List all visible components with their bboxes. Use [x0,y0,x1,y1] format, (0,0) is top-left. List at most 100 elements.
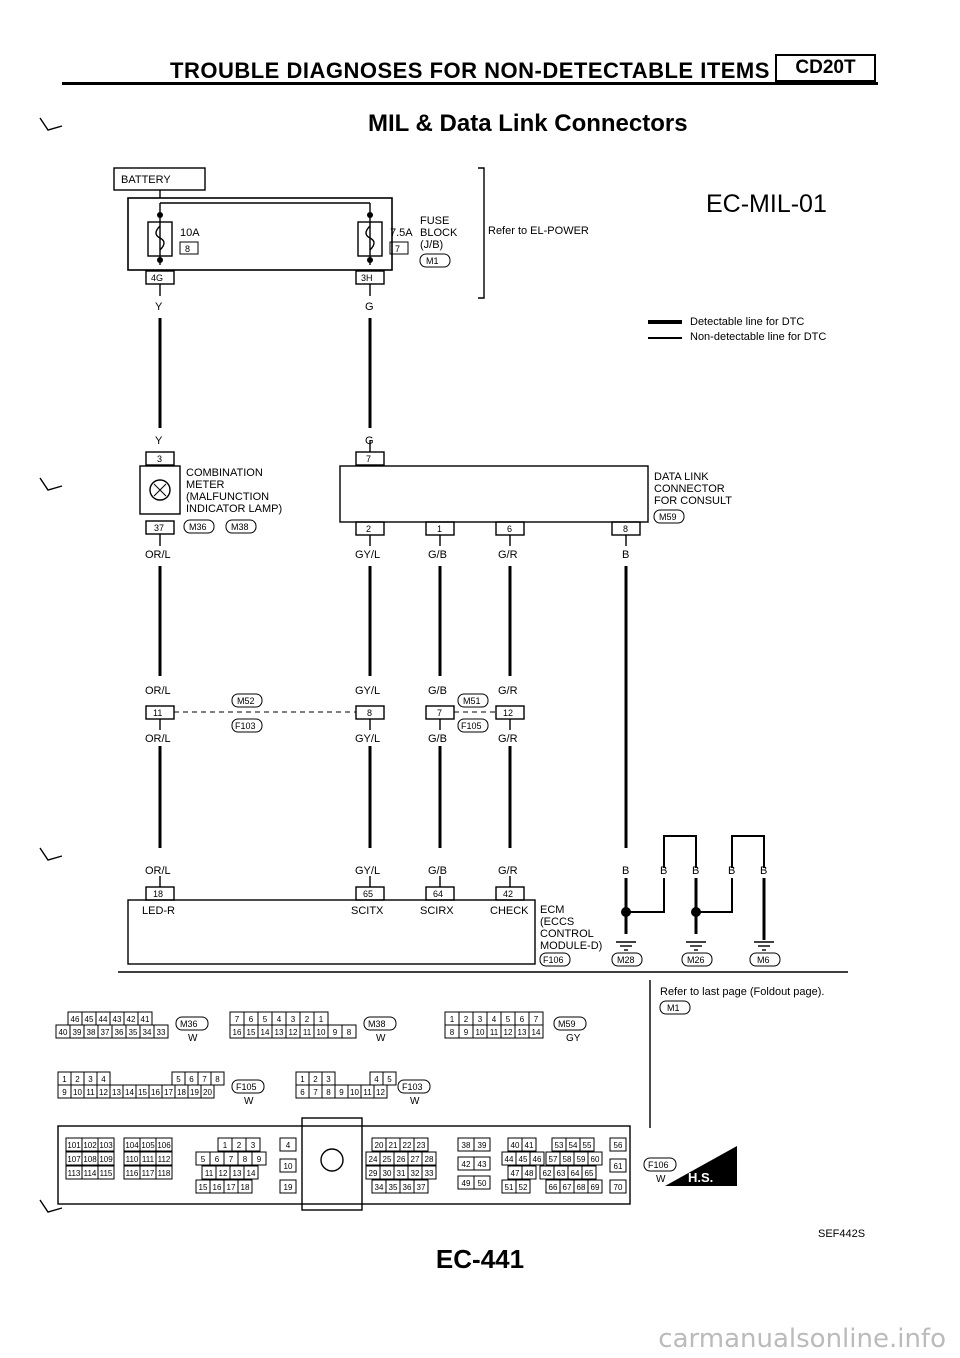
dlc-connector-m59: M59 [659,512,677,522]
joint-pin-11-label: 11 [153,708,162,718]
f106-pin: 10 [284,1162,293,1171]
f106-pin: 27 [411,1155,420,1164]
battery-label: BATTERY [121,174,171,186]
hs-badge-icon [665,1146,737,1186]
f103-pin: 2 [313,1075,318,1084]
f105-pin: 6 [189,1075,194,1084]
m59-tag [553,1016,587,1031]
m59-pin: 12 [504,1028,513,1037]
wire-gb-3: G/B [428,733,447,745]
watermark: carmanualsonline.info [658,1324,946,1354]
f105-pin: 10 [73,1088,82,1097]
f106-cell [515,1179,531,1194]
f106-cell [155,1165,173,1180]
f106-locator-circle [320,1148,344,1172]
m36-tag [175,1016,209,1031]
f106-cell [609,1158,627,1173]
legend-detectable-text: Detectable line for DTC [690,316,805,328]
f106-pin: 113 [68,1169,81,1178]
dlc-label-2: CONNECTOR [654,483,725,495]
f106-cell [279,1137,297,1152]
m59-code: M59 [558,1019,576,1029]
m38-pin: 1 [319,1015,324,1024]
f106-pin: 7 [229,1155,234,1164]
ecm-pin-64: 64 [433,889,443,899]
margin-mark-4 [39,1199,63,1213]
m36-pin: 42 [127,1015,136,1024]
meter-connector-m38: M38 [231,522,249,532]
f106-pin: 63 [557,1169,566,1178]
f105-pin: 1 [62,1075,67,1084]
wire-orl-3: OR/L [145,733,171,745]
f106-pin: 106 [157,1141,171,1150]
f105-cell [200,1084,215,1099]
dlc-pin-7-label: 7 [366,454,371,464]
f106-color: W [656,1174,666,1185]
f103-pin: 7 [313,1088,318,1097]
f106-pin: 105 [141,1141,155,1150]
joint-connector-f103: F103 [235,721,256,731]
m38-pin: 10 [317,1028,326,1037]
f106-cell [473,1137,491,1152]
f106-cell [587,1151,603,1166]
m38-pin: 2 [305,1015,310,1024]
f106-cell [521,1137,537,1152]
meter-label-3: (MALFUNCTION [186,491,269,503]
f106-pin: 58 [563,1155,572,1164]
m59-pin: 3 [478,1015,483,1024]
m38-pin: 12 [289,1028,298,1037]
fuse-7-5a-label: 7.5A [390,227,413,239]
ecm-label-1: ECM [540,904,564,916]
ecm-label-4: MODULE-D) [540,940,602,952]
m38-pin: 11 [303,1028,312,1037]
dlc-pin-6-label: 6 [507,524,512,534]
f106-pin: 26 [397,1155,406,1164]
margin-mark-2 [39,477,63,491]
f106-housing [57,1125,631,1205]
m59-cell [528,1024,544,1039]
m36-cell [153,1024,169,1039]
f106-pin: 28 [425,1155,434,1164]
f106-pin: 65 [585,1169,594,1178]
f106-cell [421,1151,437,1166]
diagram-subtitle: MIL & Data Link Connectors [368,110,688,137]
f106-cell [97,1137,115,1152]
f105-pin: 3 [88,1075,93,1084]
f103-tag [397,1079,431,1094]
terminal-4g-label: 4G [151,273,163,283]
f103-code: F103 [402,1082,423,1092]
ecm-signal-scitx: SCITX [351,905,384,917]
f106-pin: 43 [478,1160,487,1169]
f106-pin: 110 [126,1155,139,1164]
f106-pin: 32 [411,1169,420,1178]
f105-pin: 4 [101,1075,106,1084]
f106-cell [155,1151,173,1166]
foldout-connector: M1 [667,1003,680,1013]
wire-orl-2: OR/L [145,685,171,697]
dlc-pin-1-label: 1 [437,524,442,534]
wire-orl-4: OR/L [145,865,171,877]
m59-pin: 2 [464,1015,469,1024]
f106-cell [279,1158,297,1173]
ecm-signal-led-r: LED-R [142,905,175,917]
meter-pin-37-label: 37 [154,523,164,533]
f106-pin: 70 [614,1183,623,1192]
fuse-10a-box [147,221,173,257]
refer-el-power: Refer to EL-POWER [488,225,589,237]
m38-pin: 3 [291,1015,296,1024]
f105-pin: 15 [138,1088,147,1097]
f105-pin: 2 [75,1075,80,1084]
m36-color: W [188,1033,198,1044]
meter-label-4: INDICATOR LAMP) [186,503,282,515]
f105-pin: 19 [190,1088,199,1097]
f105-pin: 17 [164,1088,173,1097]
ground-m26: M26 [687,955,705,965]
f106-pin: 52 [519,1183,528,1192]
f106-cell [245,1137,261,1152]
m59-color: GY [566,1033,581,1044]
meter-pin-3-label: 3 [157,454,162,464]
f106-pin: 115 [100,1169,113,1178]
fuse-block-box [127,197,393,271]
f106-pin: 101 [67,1141,81,1150]
